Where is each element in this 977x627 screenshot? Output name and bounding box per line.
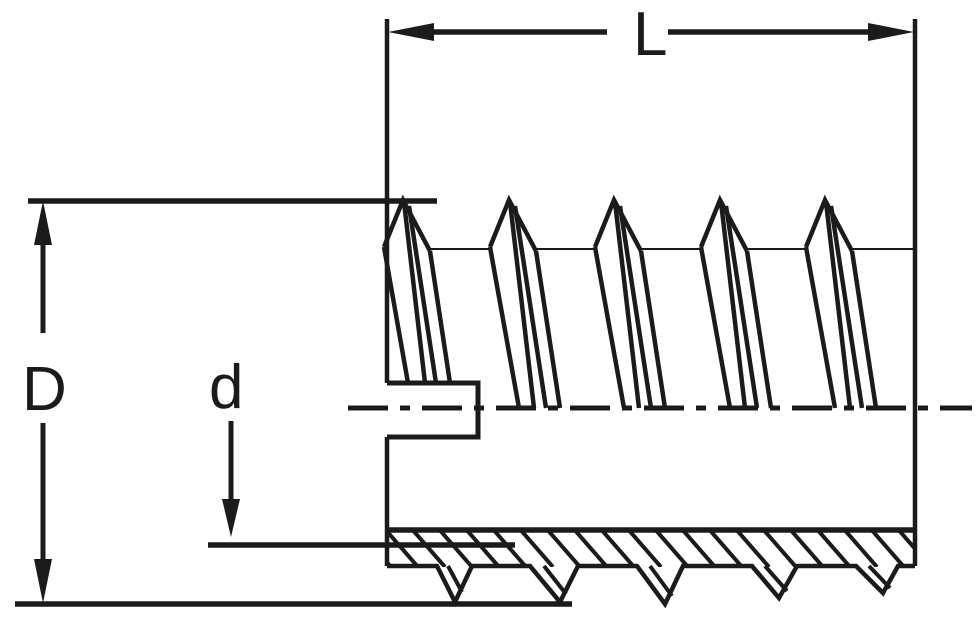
inner-diameter-dimension: d bbox=[208, 353, 515, 548]
length-arrow-left bbox=[388, 23, 434, 41]
drive-slot bbox=[387, 380, 481, 440]
inner-diameter-arrow-down bbox=[222, 499, 240, 537]
length-arrow-right bbox=[868, 23, 914, 41]
external-thread-profile bbox=[381, 194, 879, 409]
inner-diameter-label: d bbox=[209, 353, 243, 422]
outer-diameter-arrow-up bbox=[34, 201, 52, 245]
teeth-inner-lines bbox=[446, 564, 892, 598]
thread-flank-lines bbox=[381, 201, 879, 409]
length-label: L bbox=[633, 0, 667, 69]
length-dimension: L bbox=[388, 0, 914, 69]
outer-diameter-dimension: D bbox=[15, 198, 572, 607]
insert-outline bbox=[384, 19, 918, 566]
teeth-contour bbox=[387, 563, 915, 609]
outer-diameter-arrow-down bbox=[34, 559, 52, 603]
bottom-thread-teeth bbox=[387, 563, 915, 609]
outer-diameter-label: D bbox=[22, 355, 67, 424]
